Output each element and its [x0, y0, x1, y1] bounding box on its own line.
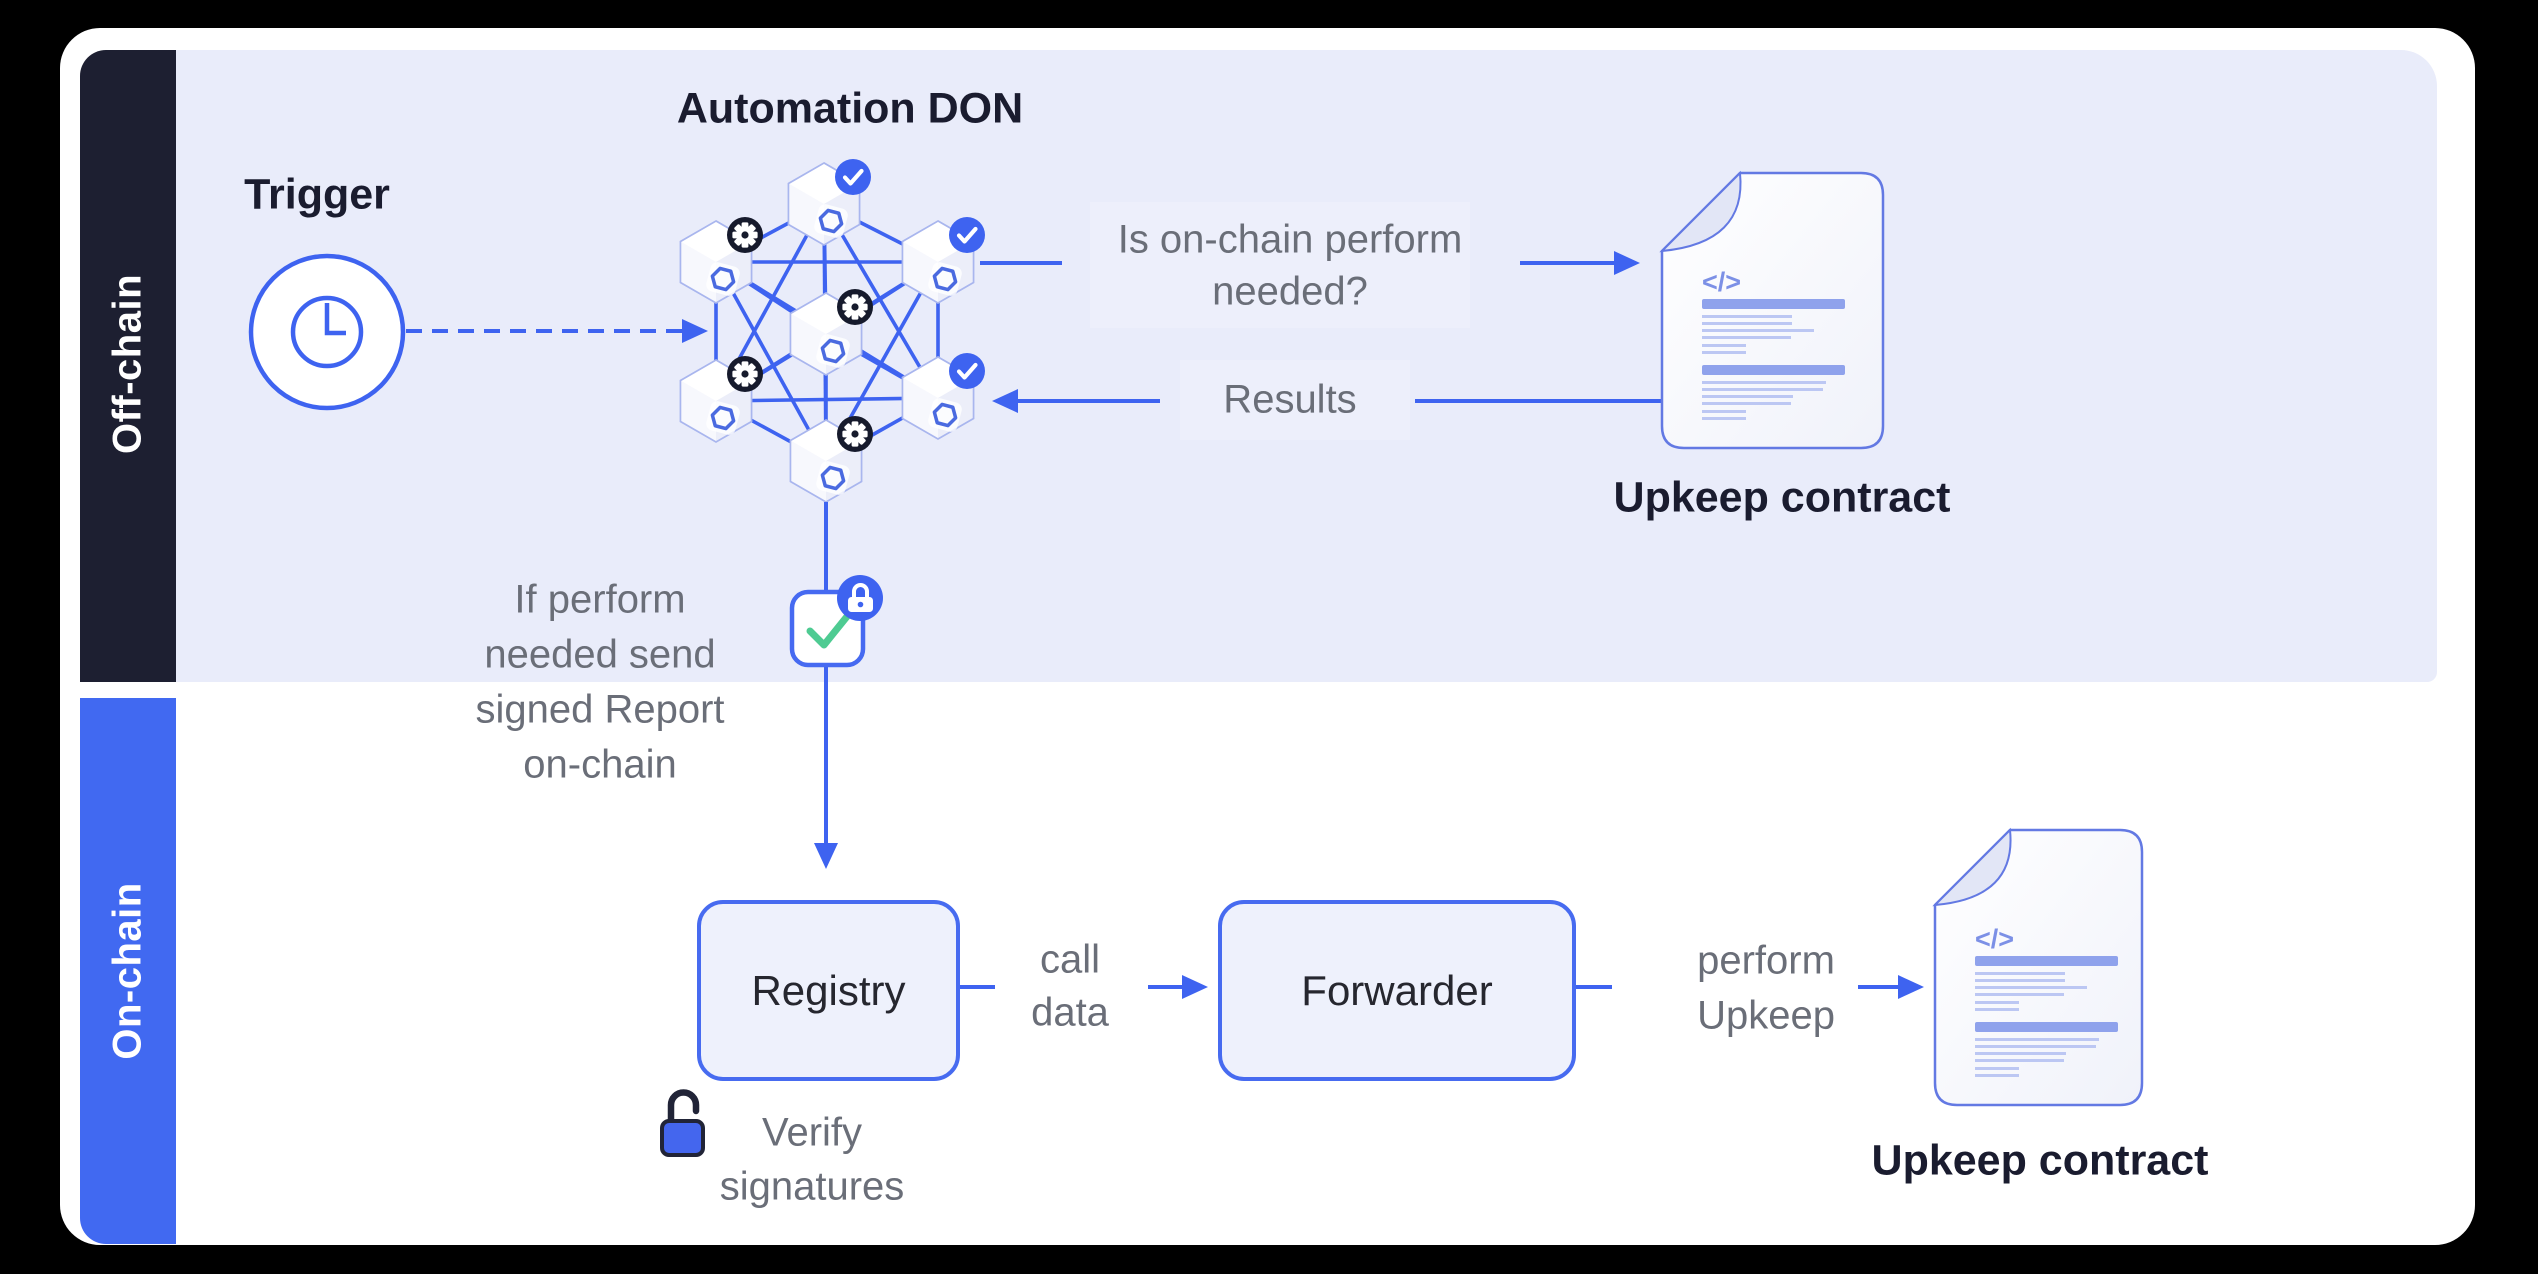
report-note-line: If perform	[514, 577, 686, 622]
registry-box: Registry	[697, 900, 960, 1081]
forwarder-box: Forwarder	[1218, 900, 1576, 1081]
registry-label: Registry	[751, 966, 906, 1014]
upkeep-contract-label-top: Upkeep contract	[1613, 473, 1951, 522]
off-chain-strip	[80, 50, 176, 682]
on-chain-strip	[80, 698, 176, 1244]
verify-signatures-line: signatures	[719, 1164, 905, 1209]
upkeep-contract-label-bottom: Upkeep contract	[1871, 1136, 2209, 1185]
perform-upkeep-line: perform	[1697, 938, 1835, 983]
trigger-label: Trigger	[244, 170, 390, 219]
call-data-line: call	[1039, 937, 1101, 982]
verify-signatures-line: Verify	[761, 1110, 863, 1155]
question-line: Is on-chain perform	[1117, 217, 1463, 262]
on-chain-section-label: On-chain	[105, 882, 150, 1060]
perform-upkeep-line: Upkeep	[1697, 993, 1835, 1038]
results-label: Results	[1223, 377, 1357, 422]
automation-don-title: Automation DON	[676, 84, 1024, 133]
off-chain-section-label: Off-chain	[105, 273, 150, 455]
report-note-line: signed Report	[475, 687, 725, 732]
question-line: needed?	[1212, 269, 1368, 314]
call-data-line: data	[1031, 990, 1109, 1035]
report-note-line: needed send	[484, 632, 716, 677]
report-note-line: on-chain	[523, 742, 677, 787]
forwarder-label: Forwarder	[1301, 966, 1493, 1014]
